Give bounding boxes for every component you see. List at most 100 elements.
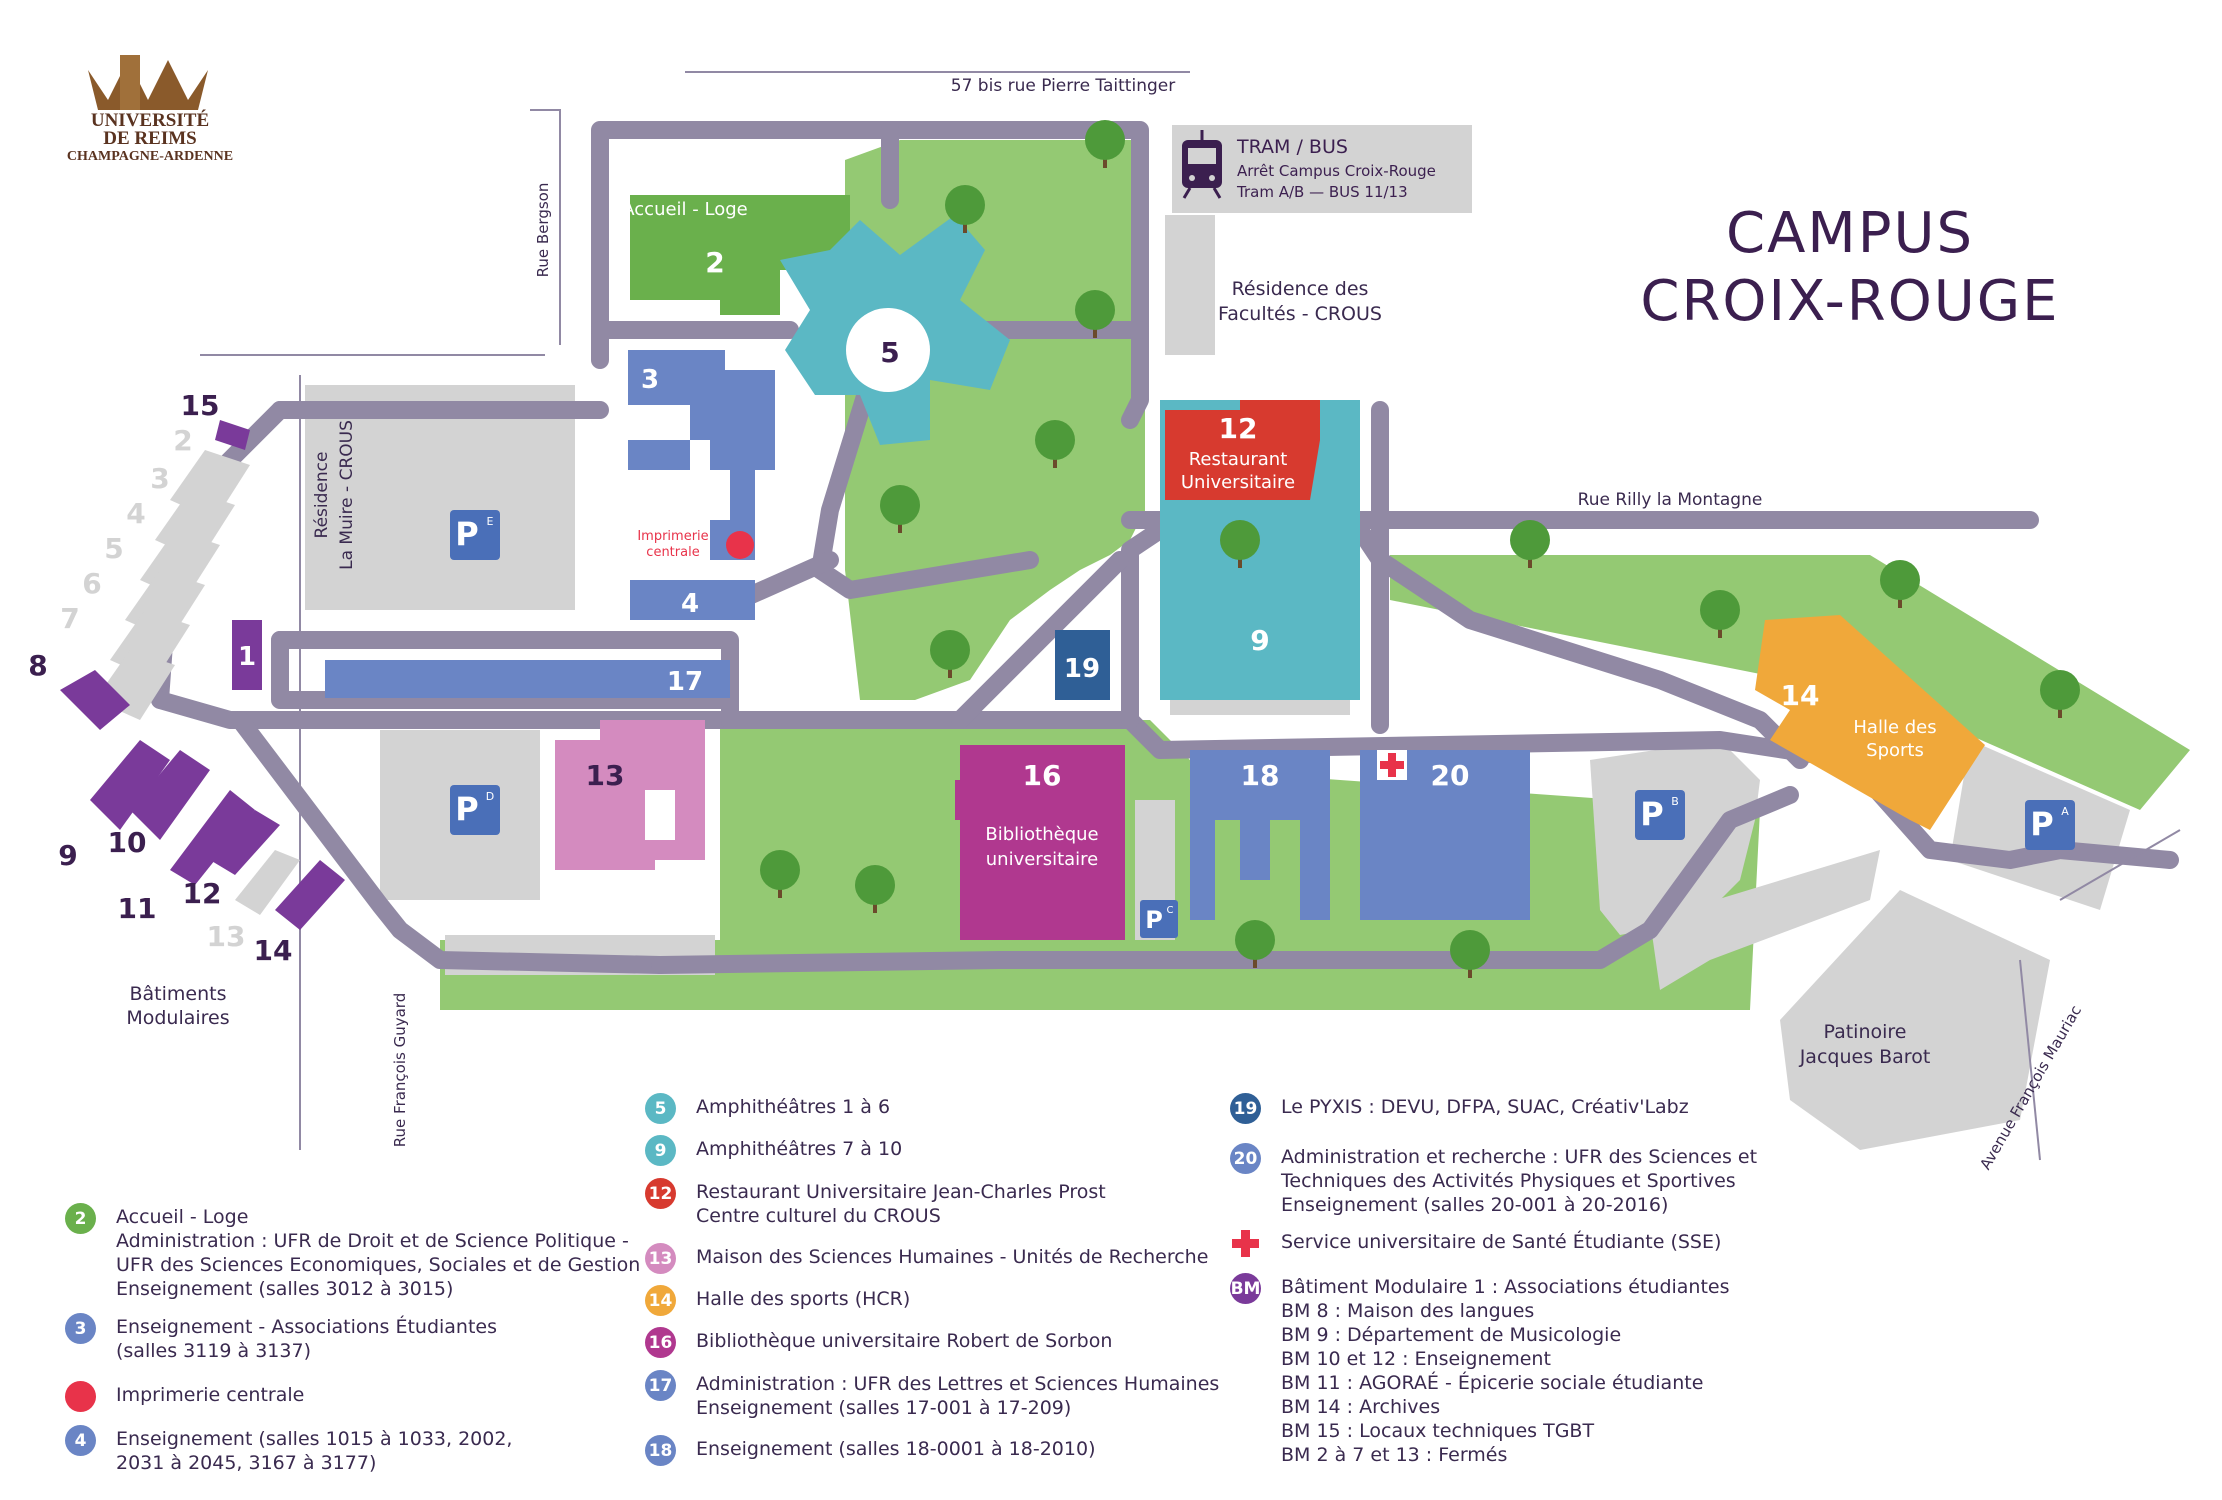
campus-title: CAMPUS CROIX-ROUGE <box>1640 200 2060 336</box>
svg-text:D: D <box>486 790 494 803</box>
legend-text: UFR des Sciences Economiques, Sociales e… <box>116 1254 641 1276</box>
street-line-mauriac-2 <box>2059 829 2181 901</box>
building-20 <box>1360 750 1530 920</box>
legend-text: BM 9 : Département de Musicologie <box>1281 1324 1622 1346</box>
legend-text: Maison des Sciences Humaines - Unités de… <box>696 1246 1209 1268</box>
trees <box>760 120 2080 978</box>
legend-text: Techniques des Activités Physiques et Sp… <box>1281 1170 1736 1192</box>
logo-line3: CHAMPAGNE-ARDENNE <box>67 149 233 164</box>
legend-text: Bibliothèque universitaire Robert de Sor… <box>696 1330 1113 1352</box>
bm-4-label: 4 <box>126 497 145 530</box>
svg-text:P: P <box>455 790 478 828</box>
bm-6-label: 6 <box>82 567 101 600</box>
legend-badge: 20 <box>1230 1143 1261 1174</box>
legend-item: 16 Bibliothèque universitaire Robert de S… <box>645 1327 1205 1358</box>
tree-icon <box>930 630 970 678</box>
buildings: Accueil - Loge 2 5 3 4 Imprimerie centra… <box>232 195 1985 940</box>
legend-text: Amphithéâtres 7 à 10 <box>696 1138 903 1160</box>
logo-line2: DE REIMS <box>103 128 196 149</box>
building-9-number: 9 <box>1250 624 1269 657</box>
bm-1 <box>232 620 262 690</box>
residence-muire-label-1: Résidence <box>312 452 332 539</box>
bm-15 <box>215 420 250 450</box>
svg-text:P: P <box>1145 906 1163 934</box>
bm-10 <box>130 750 210 840</box>
legend-item: 13 Maison des Sciences Humaines - Unités … <box>645 1243 1209 1274</box>
legend-badge: 17 <box>645 1370 676 1401</box>
tram-stop: Arrêt Campus Croix-Rouge <box>1237 162 1436 180</box>
building-14-label-2: Sports <box>1866 740 1924 761</box>
legend-text: Administration et recherche : UFR des Sc… <box>1281 1146 1758 1168</box>
bm-8-label: 8 <box>28 649 47 682</box>
legend-text: BM 11 : AGORAÉ - Épicerie sociale étudia… <box>1281 1372 1704 1394</box>
street-lines <box>200 71 2181 1161</box>
building-5-number: 5 <box>880 336 899 369</box>
street-rilly: Rue Rilly la Montagne <box>1578 490 1763 510</box>
svg-text:P: P <box>1640 795 1663 833</box>
legend-item: 17 Administration : UFR des Lettres et Sc… <box>645 1370 1219 1420</box>
parking-a-icon: P A <box>2025 800 2075 850</box>
patinoire-label-2: Jacques Barot <box>1799 1046 1931 1068</box>
campus-title-line1: CAMPUS <box>1725 201 1975 266</box>
svg-text:B: B <box>1671 795 1679 808</box>
tree-icon <box>1880 560 1920 608</box>
tram-lines: Tram A/B — BUS 11/13 <box>1236 183 1408 201</box>
bm-14 <box>275 860 345 930</box>
residence-facultes-label-1: Résidence des <box>1232 278 1369 300</box>
building-19-number: 19 <box>1064 654 1100 684</box>
tree-icon <box>1510 520 1550 568</box>
tree-icon <box>880 485 920 533</box>
building-16 <box>955 745 1125 940</box>
legend-badge: 16 <box>645 1327 676 1358</box>
imprimerie-label-2: centrale <box>646 545 699 560</box>
parking-d-icon: P D <box>450 785 500 835</box>
campus-title-line2: CROIX-ROUGE <box>1640 269 2060 334</box>
modular-labels: 15 2 3 4 5 6 7 8 9 10 11 12 13 14 <box>28 389 292 967</box>
legend-badge: 14 <box>645 1285 676 1316</box>
building-12-label-2: Universitaire <box>1181 472 1295 493</box>
tree-icon <box>1075 290 1115 338</box>
legend-item: 20 Administration et recherche : UFR des … <box>1230 1143 1790 1217</box>
legend-item: Service universitaire de Santé Étudiante… <box>1230 1228 1790 1259</box>
building-14-number: 14 <box>1781 679 1820 712</box>
bm-15-label: 15 <box>181 389 220 422</box>
logo-emblem-center <box>120 55 140 110</box>
bm-8 <box>60 670 130 730</box>
legend-badge: 13 <box>645 1243 676 1274</box>
bm-3-label: 3 <box>150 462 169 495</box>
legend-text: Administration : UFR des Lettres et Scie… <box>696 1373 1220 1395</box>
svg-text:C: C <box>1167 905 1174 916</box>
building-13-number: 13 <box>586 759 625 792</box>
bm-13 <box>235 850 300 915</box>
legend-badge: 5 <box>645 1093 676 1124</box>
legend-text: Enseignement (salles 17-001 à 17-209) <box>696 1397 1072 1419</box>
legend-text: Accueil - Loge <box>116 1206 249 1228</box>
legend-text: Imprimerie centrale <box>116 1384 305 1406</box>
parking-c-icon: P C <box>1140 900 1178 938</box>
building-4 <box>630 580 755 620</box>
street-bergson: Rue Bergson <box>534 183 552 278</box>
building-16-label-1: Bibliothèque <box>985 824 1098 845</box>
tree-icon <box>855 865 895 913</box>
road-south-west <box>231 711 669 974</box>
building-16-number: 16 <box>1023 759 1062 792</box>
patinoire-area <box>1780 890 2050 1150</box>
street-line-bergson <box>530 109 561 345</box>
road-south <box>651 786 1799 974</box>
legend-text: (salles 3119 à 3137) <box>116 1340 311 1362</box>
residence-facultes-block <box>1165 215 1215 355</box>
bm-10-label: 10 <box>108 826 147 859</box>
legend-text: Enseignement - Associations Étudiantes <box>116 1316 498 1338</box>
legend-badge: 2 <box>65 1203 96 1234</box>
bm-7-label: 7 <box>60 602 79 635</box>
legend-text: Bâtiment Modulaire 1 : Associations étud… <box>1281 1276 1730 1298</box>
bm-11 <box>170 790 255 885</box>
building-14 <box>1755 615 1985 830</box>
building-2 <box>630 195 850 315</box>
building-4-number: 4 <box>681 589 699 619</box>
legend-badge: 12 <box>645 1178 676 1209</box>
